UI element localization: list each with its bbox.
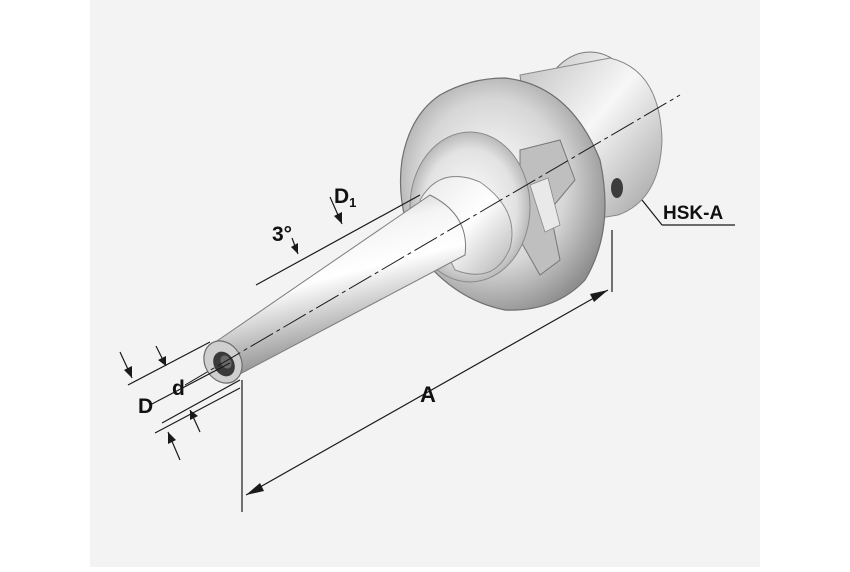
drive-slot-icon: [611, 178, 623, 198]
nose-bore: [203, 340, 243, 384]
background-panel: [90, 0, 760, 567]
shank-diameter-subscript: 1: [349, 195, 356, 210]
dimension-label-inner-diameter: d: [172, 377, 185, 400]
dimension-label-shank-diameter: D1: [334, 185, 356, 210]
dimension-label-a: A: [420, 382, 436, 407]
center-line: [184, 94, 681, 386]
interface-label: HSK-A: [663, 203, 723, 224]
arrowheads: [124, 212, 608, 495]
dimension-label-outer-diameter: D: [138, 395, 153, 418]
shank-diameter-letter: D: [334, 185, 349, 208]
dimension-lines: [119, 194, 735, 512]
taper-cone: [419, 175, 513, 275]
taper-angle-label: 3°: [272, 223, 292, 246]
